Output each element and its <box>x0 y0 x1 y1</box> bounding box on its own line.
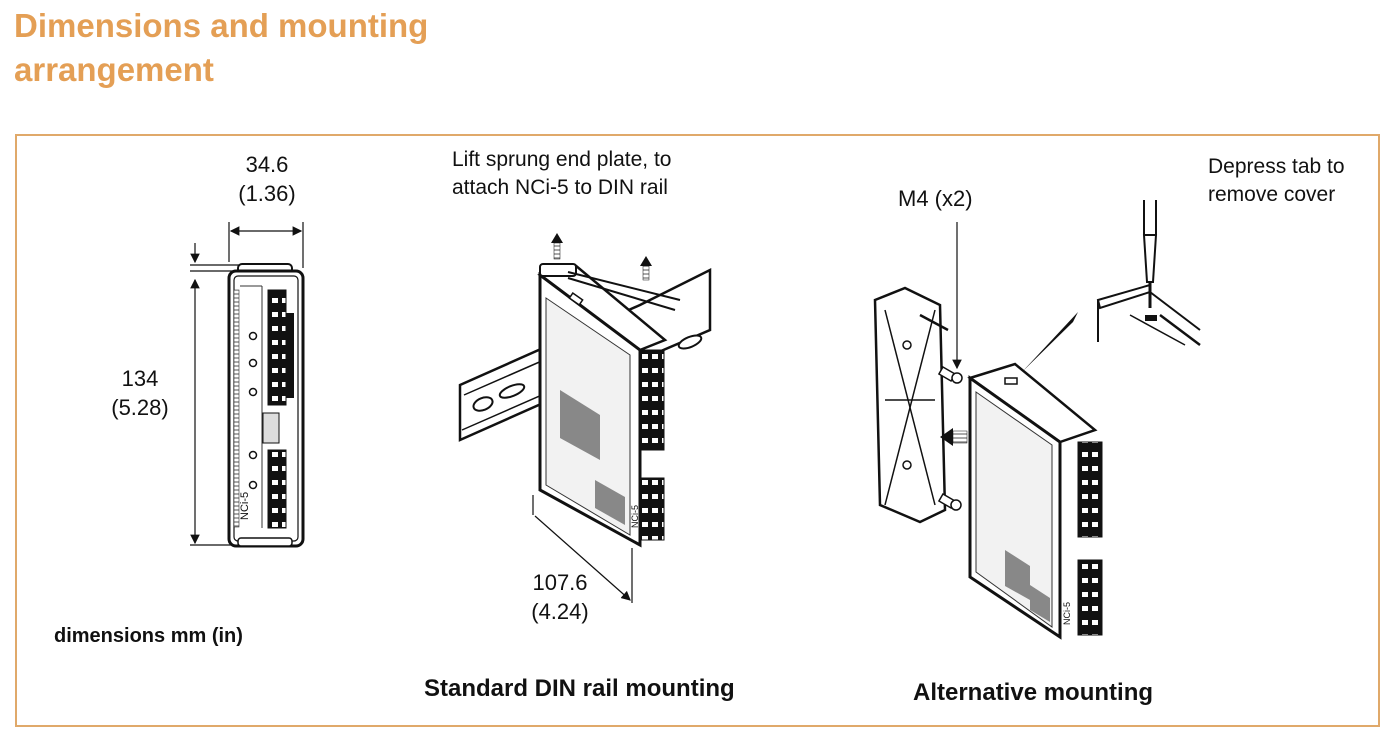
diagram-frame <box>15 134 1380 727</box>
din-instruction-line-2: attach NCi-5 to DIN rail <box>452 176 668 199</box>
front-view-drawing: NCi-5 <box>190 222 305 548</box>
depth-dimension-line <box>534 515 631 601</box>
svg-text:NCi-5: NCi-5 <box>1062 602 1072 625</box>
tab-note-line-2: remove cover <box>1208 183 1336 206</box>
tab-note: Depress tab to remove cover <box>1208 153 1345 209</box>
width-in: (1.36) <box>238 181 296 206</box>
lift-arrow-icon <box>640 256 652 281</box>
din-rail-drawing: NCi-5 <box>458 233 712 603</box>
height-in: (5.28) <box>111 395 169 420</box>
page-title: Dimensions and mounting arrangement <box>14 4 428 92</box>
screwdriver-icon <box>1142 200 1158 308</box>
screw-icon <box>937 366 963 384</box>
device-label: NCi-5 <box>239 492 251 520</box>
lift-arrow-icon <box>551 233 563 260</box>
alternative-mounting-drawing: NCi-5 <box>873 200 1201 640</box>
width-mm: 34.6 <box>245 152 289 177</box>
depth-dimension-label: 107.6 (4.24) <box>515 568 605 626</box>
height-dimension-label: 134 (5.28) <box>95 364 185 422</box>
title-line-1: Dimensions and mounting <box>14 7 429 44</box>
title-line-2: arrangement <box>14 51 214 88</box>
depth-in: (4.24) <box>531 599 589 624</box>
din-rail-caption: Standard DIN rail mounting <box>424 675 735 702</box>
width-dimension-label: 34.6 (1.36) <box>222 150 312 208</box>
screw-label: M4 (x2) <box>898 186 973 211</box>
tab-note-line-1: Depress tab to <box>1208 155 1345 178</box>
svg-text:NCi-5: NCi-5 <box>630 505 640 528</box>
push-arrow-icon <box>940 428 968 446</box>
height-mm: 134 <box>121 366 159 391</box>
units-note: dimensions mm (in) <box>54 625 243 647</box>
screw-icon <box>937 493 962 511</box>
alternative-caption: Alternative mounting <box>913 679 1154 706</box>
depth-mm: 107.6 <box>532 570 588 595</box>
din-rail-instruction: Lift sprung end plate, to attach NCi-5 t… <box>452 146 672 202</box>
din-instruction-line-1: Lift sprung end plate, to <box>452 148 672 171</box>
